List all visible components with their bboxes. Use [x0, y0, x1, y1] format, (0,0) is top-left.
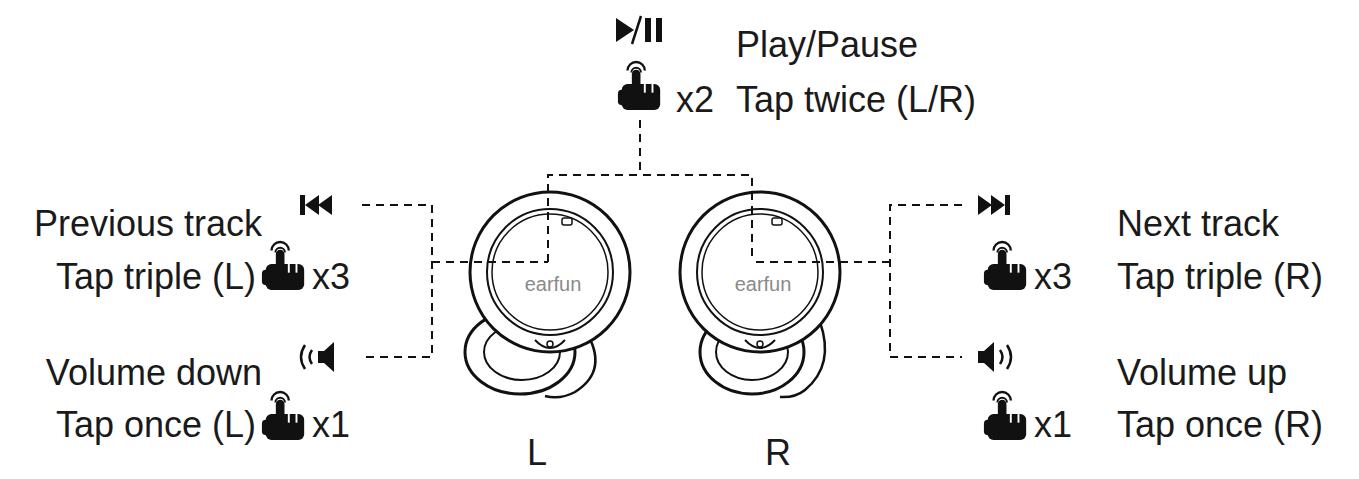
illustration-stroke — [757, 341, 763, 347]
illustration-stroke — [310, 350, 313, 364]
tap-hand-icon — [618, 62, 660, 110]
illustration-stroke — [432, 261, 548, 263]
illustration-stroke — [772, 218, 782, 225]
next-track-icon — [978, 195, 1010, 215]
tap-hand-icon — [262, 392, 304, 440]
illustration-stroke — [1007, 345, 1011, 369]
brand-logo: earfun — [735, 273, 792, 295]
gesture-text: Tap triple (L) — [56, 257, 256, 297]
function-name: Volume down — [46, 353, 262, 393]
illustration-stroke — [487, 209, 613, 335]
illustration-stroke — [745, 340, 775, 348]
function-name: Next track — [1117, 204, 1279, 244]
illustration-stroke — [300, 195, 305, 215]
tap-count: x1 — [312, 405, 350, 445]
illustration-stroke — [645, 18, 651, 42]
volume-down-icon — [301, 342, 334, 372]
function-name: Play/Pause — [736, 25, 918, 65]
left-earbud — [465, 192, 630, 397]
brand-logo: earfun — [525, 273, 582, 295]
previous-track-icon — [300, 195, 332, 215]
function-name: Previous track — [34, 204, 262, 244]
tap-count: x1 — [1034, 405, 1072, 445]
leader-lines — [362, 120, 962, 357]
function-name: Volume up — [1117, 353, 1287, 393]
volume-up-icon — [978, 342, 1011, 372]
tap-hand-icon — [984, 392, 1026, 440]
illustration-stroke — [548, 175, 752, 262]
gesture-text: Tap triple (R) — [1117, 257, 1323, 297]
tap-count: x3 — [1034, 257, 1072, 297]
side-letter: L — [527, 433, 547, 473]
illustration-stroke — [697, 209, 823, 335]
illustration-stroke — [639, 120, 641, 175]
illustration-stroke — [1005, 195, 1010, 215]
illustration-stroke — [656, 18, 662, 42]
illustration-stroke — [470, 192, 630, 352]
illustration-stroke — [616, 18, 634, 42]
tap-count: x2 — [676, 80, 714, 120]
right-earbud — [680, 192, 840, 397]
illustration-stroke — [305, 195, 319, 215]
illustration-stroke — [978, 195, 992, 215]
illustration-stroke — [535, 340, 565, 348]
gesture-text: Tap twice (L/R) — [736, 80, 976, 120]
illustration-stroke — [1000, 350, 1003, 364]
illustration-stroke — [978, 342, 994, 372]
tap-hand-icon — [984, 242, 1026, 290]
illustration-stroke — [362, 205, 432, 357]
illustration-stroke — [301, 345, 305, 369]
illustration-stroke — [991, 195, 1005, 215]
illustration-stroke — [680, 192, 840, 352]
illustration-stroke — [492, 214, 608, 330]
illustration-stroke — [562, 218, 572, 225]
illustration-stroke — [547, 341, 553, 347]
illustration-stroke — [318, 342, 334, 372]
gesture-text: Tap once (L) — [56, 405, 256, 445]
illustration-stroke — [702, 214, 818, 330]
illustration-stroke — [318, 195, 332, 215]
illustration-stroke — [632, 16, 641, 44]
gesture-text: Tap once (R) — [1117, 405, 1323, 445]
illustration-stroke — [752, 261, 890, 263]
tap-hand-icon — [262, 242, 304, 290]
illustration-stroke — [890, 205, 962, 357]
side-letter: R — [765, 433, 791, 473]
play-pause-icon — [616, 16, 662, 44]
tap-count: x3 — [312, 257, 350, 297]
